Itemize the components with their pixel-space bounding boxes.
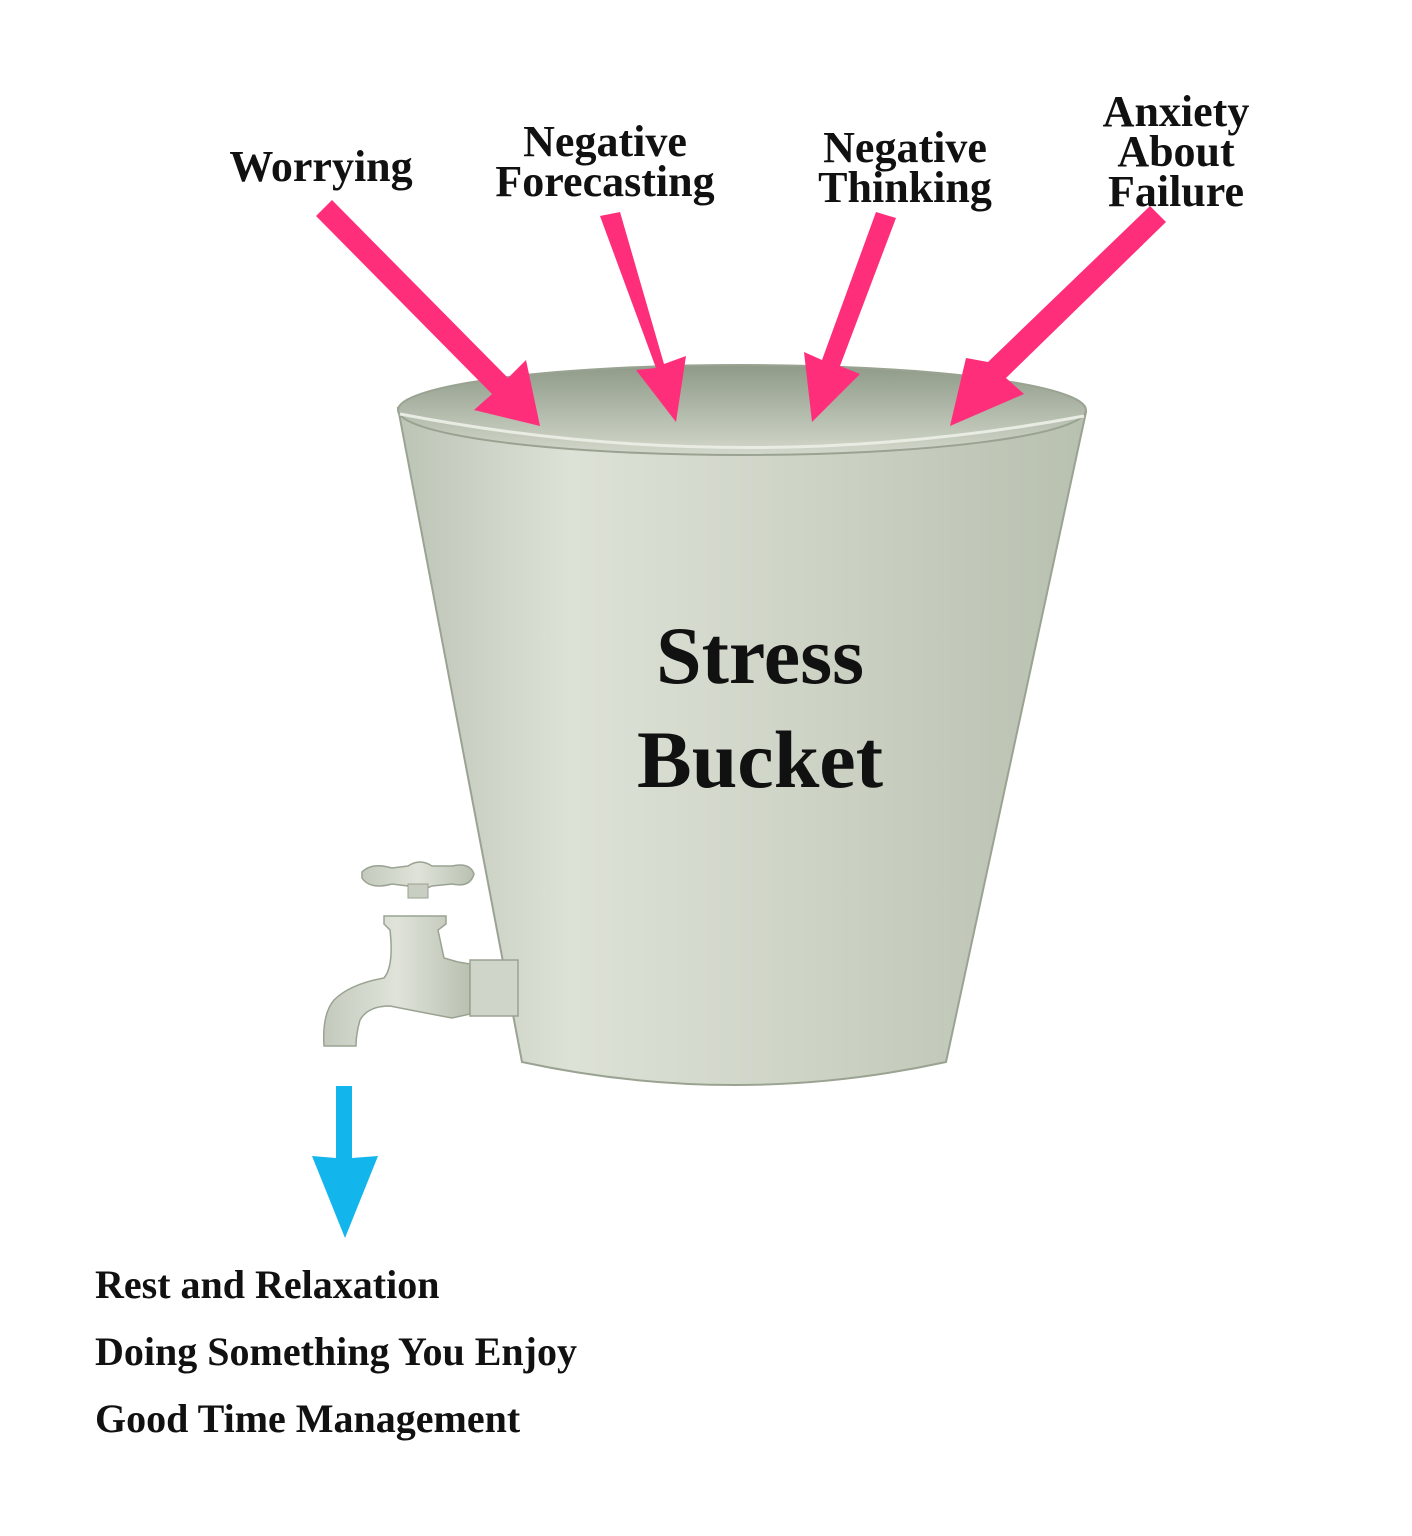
arrow-worrying-icon bbox=[316, 200, 540, 426]
arrow-negative-forecasting-icon bbox=[600, 212, 686, 422]
bucket bbox=[396, 364, 1088, 1086]
input-label-negative-forecasting: Negative Forecasting bbox=[495, 117, 715, 206]
drain-arrow-icon bbox=[312, 1086, 378, 1238]
arrow-anxiety-failure-icon bbox=[950, 206, 1166, 426]
input-label-anxiety-about-failure: Anxiety About Failure bbox=[1102, 87, 1250, 216]
drain-list: Rest and Relaxation Doing Something You … bbox=[95, 1262, 577, 1463]
drain-item: Good Time Management bbox=[95, 1396, 521, 1441]
input-label-worrying: Worrying bbox=[229, 142, 413, 191]
drain-item: Rest and Relaxation bbox=[95, 1262, 440, 1307]
input-label-negative-thinking: Negative Thinking bbox=[818, 123, 992, 212]
faucet-icon bbox=[322, 861, 519, 1047]
arrow-negative-thinking-icon bbox=[804, 212, 896, 422]
drain-item: Doing Something You Enjoy bbox=[95, 1329, 577, 1374]
bucket-title: Stress Bucket bbox=[637, 610, 883, 805]
input-arrows bbox=[316, 200, 1166, 426]
